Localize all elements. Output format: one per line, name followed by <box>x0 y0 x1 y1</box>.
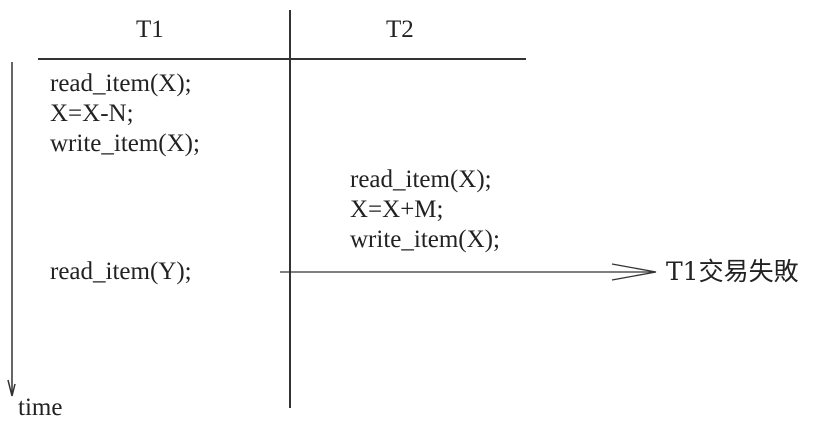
t2-op-write-x: write_item(X); <box>350 226 500 253</box>
column-header-t2: T2 <box>386 16 414 43</box>
time-axis-label: time <box>18 394 63 421</box>
column-divider <box>289 10 291 408</box>
t1-op-compute-x: X=X-N; <box>50 100 134 127</box>
t2-op-read-x: read_item(X); <box>350 166 492 193</box>
header-underline <box>38 58 526 60</box>
time-axis-arrowhead <box>7 379 16 397</box>
column-header-t1: T1 <box>136 16 164 43</box>
transaction-failure-label: T1交易失敗 <box>666 257 799 286</box>
t1-op-write-x: write_item(X); <box>50 130 200 157</box>
t1-op-read-y: read_item(Y); <box>50 258 192 285</box>
t2-op-compute-x: X=X+M; <box>350 196 444 223</box>
failure-arrowhead <box>611 263 657 281</box>
t1-op-read-x: read_item(X); <box>50 70 192 97</box>
